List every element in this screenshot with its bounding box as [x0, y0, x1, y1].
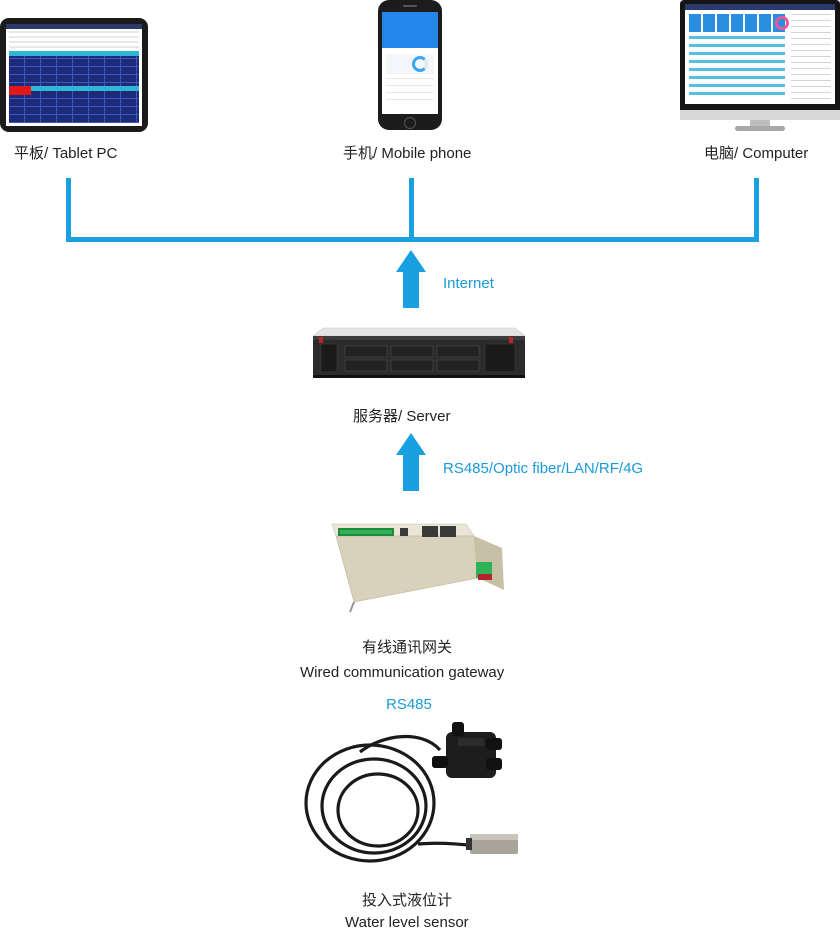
- mobile-phone-image: [378, 0, 442, 130]
- phone-label: 手机/ Mobile phone: [343, 145, 472, 162]
- server-label: 服务器/ Server: [353, 408, 451, 425]
- bus-horizontal-line: [66, 237, 759, 242]
- gateway-image: [331, 523, 504, 613]
- monitor-chin: [680, 110, 840, 120]
- computer-label: 电脑/ Computer: [704, 145, 809, 162]
- up-arrow-server-link: [396, 433, 426, 491]
- gateway-label-cn: 有线通讯网关: [362, 639, 453, 656]
- bus-drop-computer: [754, 178, 759, 242]
- server-image: [312, 327, 526, 378]
- tablet-screen: [6, 24, 142, 126]
- phone-screen: [382, 12, 438, 114]
- tablet-device-image: [0, 18, 148, 132]
- sensor-label-en: Water level sensor: [345, 914, 469, 931]
- up-arrow-internet: [396, 250, 426, 308]
- home-button-icon: [404, 117, 416, 129]
- computer-monitor-image: [680, 0, 840, 110]
- server-link-label: RS485/Optic fiber/LAN/RF/4G: [443, 460, 644, 477]
- monitor-stand: [750, 120, 770, 126]
- sensor-label-cn: 投入式液位计: [362, 892, 453, 909]
- bus-drop-phone: [409, 178, 414, 242]
- computer-screen: [685, 4, 835, 104]
- sensor-link-label: RS485: [386, 696, 432, 713]
- internet-link-label: Internet: [443, 275, 494, 292]
- monitor-base: [735, 126, 785, 131]
- tablet-label: 平板/ Tablet PC: [14, 145, 118, 162]
- bus-drop-tablet: [66, 178, 71, 242]
- gateway-label-en: Wired communication gateway: [300, 664, 505, 681]
- water-level-sensor-image: [304, 722, 518, 863]
